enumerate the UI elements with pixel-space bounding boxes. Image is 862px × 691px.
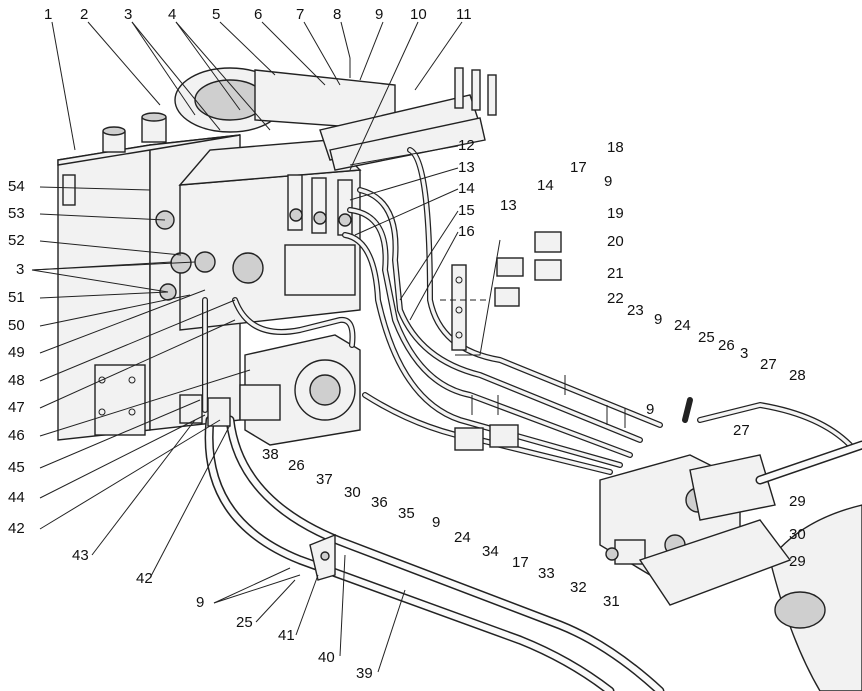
valve-parts-inset: [440, 231, 562, 356]
callout-21: 21: [607, 265, 624, 282]
callout-17: 17: [570, 159, 587, 176]
callout-24: 24: [674, 317, 691, 334]
callout-52: 52: [8, 232, 25, 249]
hose-bracket: [309, 533, 336, 581]
callout-31: 31: [603, 593, 620, 610]
callout-29b: 29: [789, 553, 806, 570]
callout-47: 47: [8, 399, 25, 416]
callout-labels: 1 2 3 4 5 6 7 8 9 10 11 12 13 14 15 16 1…: [8, 6, 806, 682]
callout-44: 44: [8, 489, 25, 506]
callout-6: 6: [254, 6, 262, 23]
callout-48: 48: [8, 372, 25, 389]
rear-axle-housing: [638, 504, 862, 691]
outlet-pipe-bend: [232, 297, 356, 348]
callout-4: 4: [168, 6, 176, 23]
callout-23: 23: [627, 302, 644, 319]
hydraulic-pump: [239, 334, 361, 446]
callout-30b: 30: [344, 484, 361, 501]
callout-28: 28: [789, 367, 806, 384]
callout-54: 54: [8, 178, 25, 195]
callout-26b: 26: [288, 457, 305, 474]
callout-9d: 9: [432, 514, 440, 531]
callout-9c: 9: [654, 311, 662, 328]
callout-34: 34: [482, 543, 499, 560]
callout-39: 39: [356, 665, 373, 682]
filler-caps: [102, 112, 167, 153]
callout-13: 13: [458, 159, 475, 176]
callout-20: 20: [607, 233, 624, 250]
callout-11: 11: [456, 6, 472, 23]
callout-22: 22: [607, 290, 624, 307]
callout-30: 30: [789, 526, 806, 543]
callout-7: 7: [296, 6, 304, 23]
callout-50: 50: [8, 317, 25, 334]
leader-lines: [31, 21, 463, 673]
return-line-to-cylinder: [682, 397, 853, 448]
callout-42: 42: [8, 520, 25, 537]
callout-35: 35: [398, 505, 415, 522]
callout-24b: 24: [454, 529, 471, 546]
callout-29: 29: [789, 493, 806, 510]
callout-9: 9: [375, 6, 383, 23]
callout-5: 5: [212, 6, 220, 23]
pressure-lines: [342, 147, 663, 475]
callout-53: 53: [8, 205, 25, 222]
callout-25: 25: [698, 329, 715, 346]
callout-45: 45: [8, 459, 25, 476]
callout-9f: 9: [646, 401, 654, 418]
callout-32: 32: [570, 579, 587, 596]
callout-10: 10: [410, 6, 427, 23]
callout-51: 51: [8, 289, 25, 306]
callout-49: 49: [8, 344, 25, 361]
rod-assembly: [319, 67, 497, 171]
callout-27b: 27: [733, 422, 750, 439]
callout-3c: 3: [16, 261, 24, 278]
callout-14: 14: [458, 180, 475, 197]
callout-19: 19: [607, 205, 624, 222]
callout-14b: 14: [537, 177, 554, 194]
clamp-bolts: [349, 58, 626, 428]
control-levers: [284, 174, 356, 296]
callout-15: 15: [458, 202, 475, 219]
callout-33: 33: [538, 565, 555, 582]
callout-40: 40: [318, 649, 335, 666]
callout-8: 8: [333, 6, 341, 23]
callout-18: 18: [607, 139, 624, 156]
callout-27: 27: [760, 356, 777, 373]
hydraulic-cylinder: [689, 440, 862, 521]
callout-9b: 9: [604, 173, 612, 190]
callout-38: 38: [262, 446, 279, 463]
callout-43: 43: [72, 547, 89, 564]
callout-3b: 3: [740, 345, 748, 362]
callout-16: 16: [458, 223, 475, 240]
callout-9e: 9: [196, 594, 204, 611]
suction-hoses: [202, 297, 665, 691]
callout-13b: 13: [500, 197, 517, 214]
callout-46: 46: [8, 427, 25, 444]
callout-37: 37: [316, 471, 333, 488]
callout-2: 2: [80, 6, 88, 23]
callout-12: 12: [458, 137, 475, 154]
callout-36: 36: [371, 494, 388, 511]
callout-42b: 42: [136, 570, 153, 587]
callout-3: 3: [124, 6, 132, 23]
callout-26: 26: [718, 337, 735, 354]
callout-41: 41: [278, 627, 295, 644]
callout-25b: 25: [236, 614, 253, 631]
callout-1: 1: [44, 6, 52, 23]
callout-17b: 17: [512, 554, 529, 571]
